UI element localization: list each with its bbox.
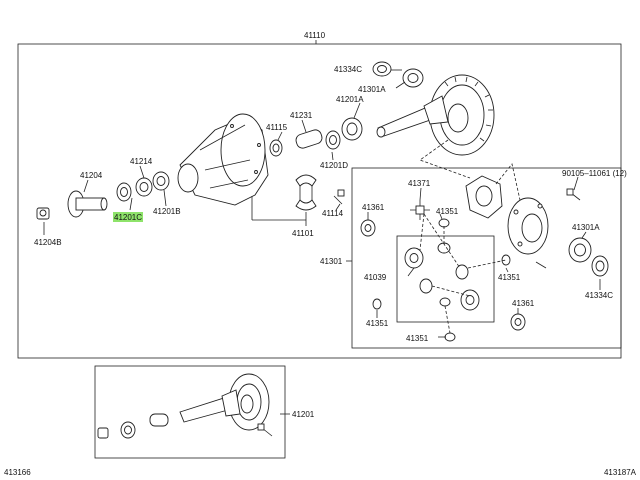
pinion-gear-right [455,264,469,280]
nut-bottom [97,427,109,439]
label-41361-right[interactable]: 41361 [512,299,535,308]
bolt-lower [535,261,547,269]
seal-41334c-top [372,61,392,77]
label-90105[interactable]: 90105–11061 (12) [562,169,627,178]
drive-pinion-top [376,95,449,138]
companion-flange-41204 [67,190,108,218]
label-41115[interactable]: 41115 [266,123,288,132]
spider-shaft-41371 [410,200,430,220]
label-41201d[interactable]: 41201D [320,161,348,170]
label-41301[interactable]: 41301 [320,257,343,266]
carrier-housing [177,113,269,206]
washer-41351-mid [501,254,511,266]
bearing-41201b [152,171,170,191]
label-41214[interactable]: 41214 [130,157,153,166]
seal-41214 [116,182,132,202]
washer-41351-lower [372,298,382,310]
footer-right-code: 413187A [604,468,637,477]
label-41204[interactable]: 41204 [80,171,103,180]
nut-41204b [36,207,50,220]
leader-lines [43,69,601,415]
washer-41351-bottom [444,332,456,342]
label-41351-lower[interactable]: 41351 [366,319,389,328]
side-gear-upper [404,247,424,269]
bearing-41201c [135,177,153,197]
retainer-41101 [295,174,317,211]
label-41114[interactable]: 41114 [322,209,344,218]
label-41101[interactable]: 41101 [292,229,314,238]
differential-case-left [465,175,503,219]
label-41201[interactable]: 41201 [292,410,315,419]
bearing-bottom [120,421,136,439]
label-41201b[interactable]: 41201B [153,207,181,216]
label-41334c-right[interactable]: 41334C [585,291,613,300]
label-41110[interactable]: 41110 [304,31,326,40]
pinion-gear-left [419,278,433,294]
label-41334c-top[interactable]: 41334C [334,65,362,74]
washer-41361-right [510,313,526,331]
seal-41334c-right [591,255,609,277]
highlight-41201c [113,212,143,222]
side-gear-lower [460,289,480,311]
spacer-bottom [149,413,169,427]
label-41351-top[interactable]: 41351 [436,207,459,216]
label-41301a-right[interactable]: 41301A [572,223,600,232]
washer-41351-top [438,218,450,228]
label-41201c[interactable]: 41201C [114,213,142,222]
bolt-bottom [257,423,273,437]
label-41039[interactable]: 41039 [364,273,387,282]
gear-kit-frame [396,235,495,323]
bearing-41201a [341,117,363,141]
bearing-41201d [325,130,341,150]
label-41351-mid[interactable]: 41351 [498,273,521,282]
washer-41115 [269,139,283,157]
label-41201a[interactable]: 41201A [336,95,364,104]
bearing-41301a-top [402,68,424,88]
differential-case-right [507,197,549,255]
ring-pinion-frame [94,365,286,459]
label-41301a-top[interactable]: 41301A [358,85,386,94]
assembly-dashed-lines [419,139,521,334]
drive-pinion-bottom [179,389,241,423]
differential-frame [351,167,622,349]
washer-41361-left [360,219,376,237]
label-41371[interactable]: 41371 [408,179,431,188]
bolt-90105 [566,188,581,201]
label-41351-bottom[interactable]: 41351 [406,334,429,343]
spacer-41231 [295,129,323,149]
bearing-41301a-right [568,237,592,263]
label-41361-left[interactable]: 41361 [362,203,385,212]
washer-small-kit [439,297,451,307]
label-41204b[interactable]: 41204B [34,238,62,247]
bolt-41114 [333,189,345,205]
label-41231[interactable]: 41231 [290,111,313,120]
footer-left-code: 413166 [4,468,31,477]
